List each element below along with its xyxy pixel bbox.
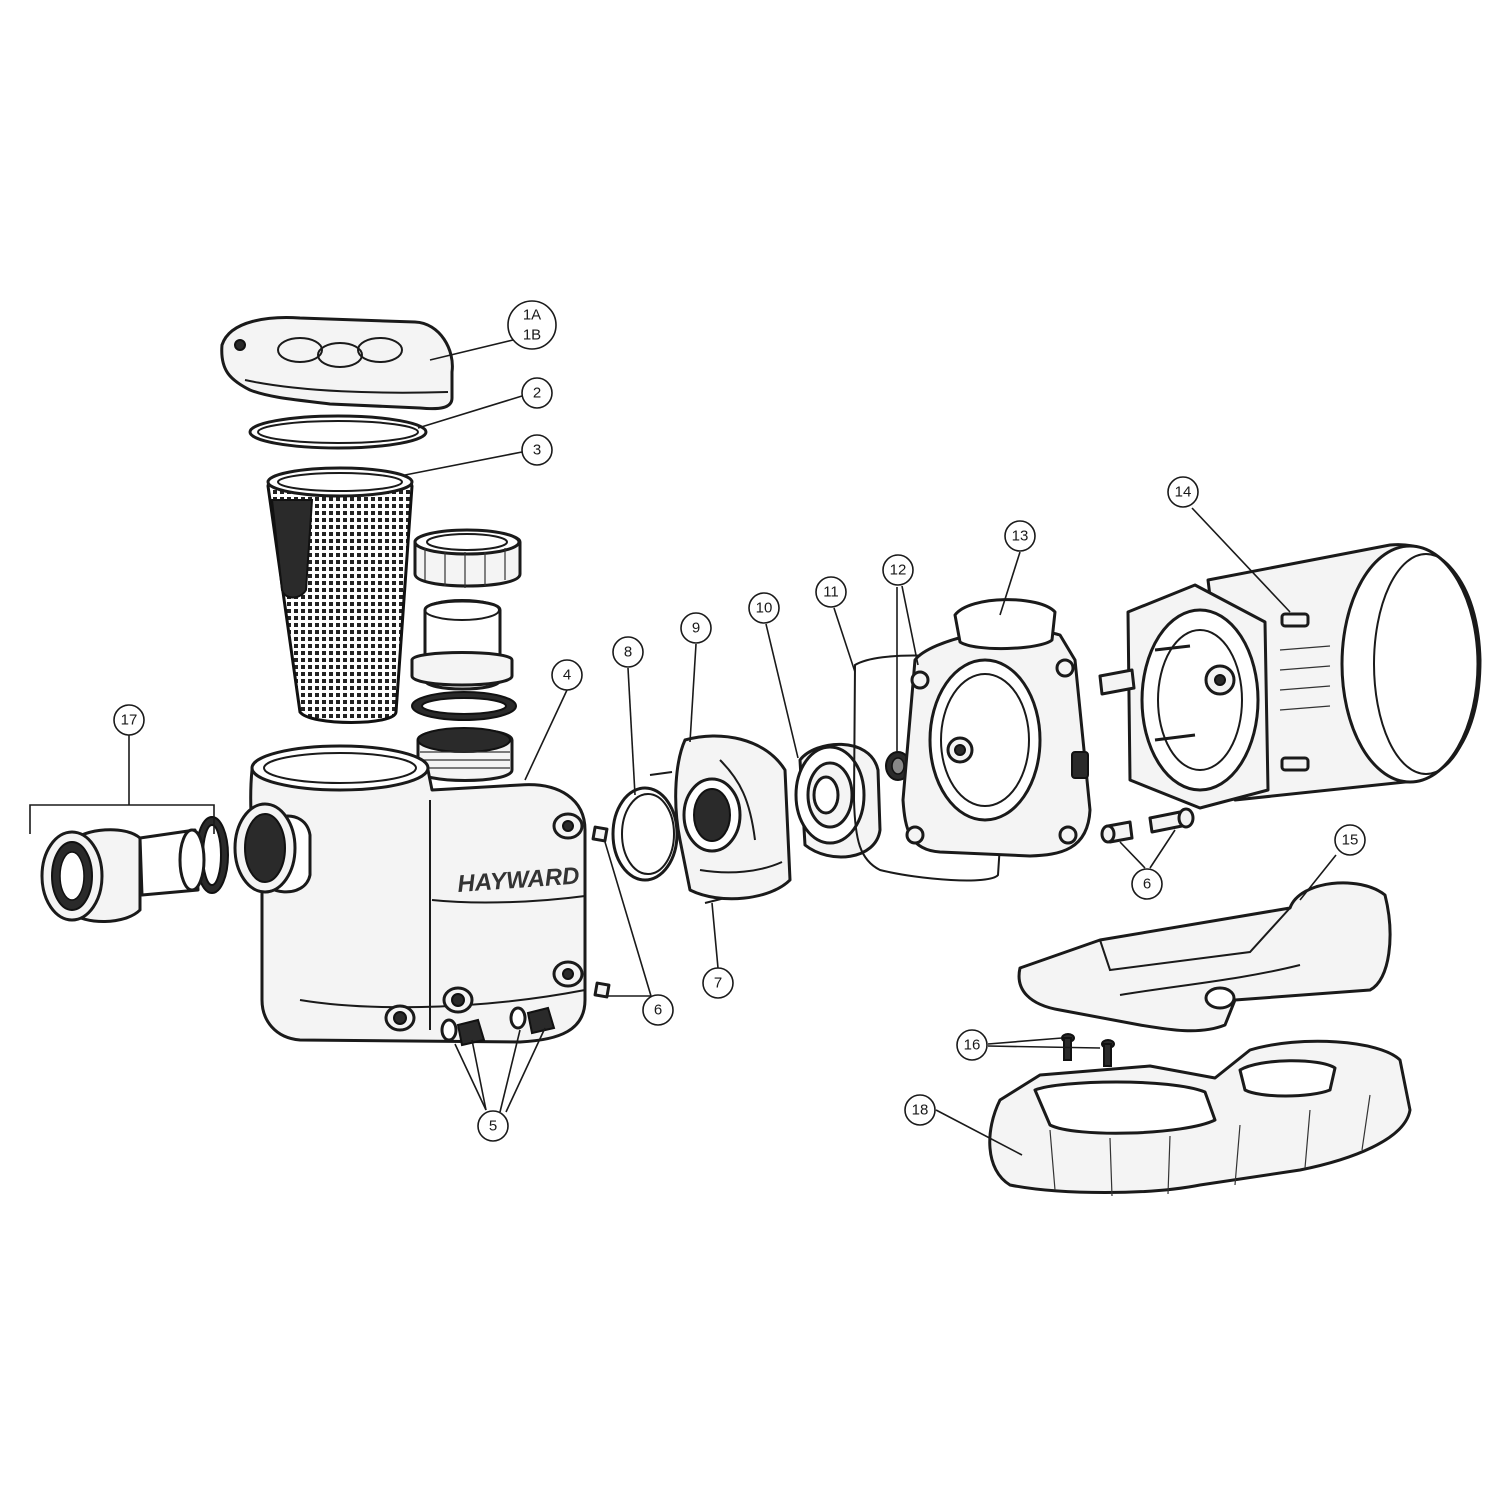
- callout-label-5: 5: [489, 1118, 497, 1135]
- part-diffuser: [649, 734, 792, 904]
- callout-label-11: 11: [823, 584, 839, 601]
- callout-label-3: 3: [533, 442, 541, 459]
- part-pump-base: [988, 1039, 1412, 1197]
- callout-15: 15: [1334, 824, 1366, 856]
- callout-4: 4: [551, 659, 583, 691]
- callout-16: 16: [956, 1029, 988, 1061]
- callout-6-left: 6: [642, 994, 674, 1026]
- callout-8: 8: [612, 636, 644, 668]
- part-threaded-collar-upper: [416, 727, 514, 782]
- callout-label-1a: 1A: [523, 307, 541, 324]
- part-seal-plate-oring: [611, 786, 679, 882]
- callout-18: 18: [904, 1094, 936, 1126]
- callout-label-13: 13: [1012, 528, 1029, 545]
- callout-label-4: 4: [563, 667, 571, 684]
- callout-5: 5: [477, 1110, 509, 1142]
- part-lid: [220, 316, 454, 411]
- callout-label-6-left: 6: [654, 1002, 662, 1019]
- callout-7: 7: [702, 967, 734, 999]
- part-union-oring-upper: [411, 691, 517, 721]
- callout-label-10: 10: [756, 600, 773, 617]
- part-drain-plugs: [440, 1006, 556, 1047]
- callout-1a-1b: 1A 1B: [507, 300, 557, 350]
- callout-label-14: 14: [1175, 484, 1192, 501]
- part-motor-support: [1017, 881, 1392, 1033]
- part-square-nuts: [591, 825, 611, 999]
- callout-label-1b: 1B: [523, 327, 541, 344]
- callout-17: 17: [113, 704, 145, 736]
- callout-14: 14: [1167, 476, 1199, 508]
- part-strainer-basket: [266, 466, 414, 724]
- callout-9: 9: [680, 612, 712, 644]
- part-motor: [1098, 543, 1482, 810]
- callout-3: 3: [521, 434, 553, 466]
- part-base-screws: [1061, 1033, 1115, 1067]
- callout-label-2: 2: [533, 385, 541, 402]
- part-motor-bolts: [1100, 807, 1195, 844]
- callout-11: 11: [815, 576, 847, 608]
- part-inlet-union: [40, 802, 297, 923]
- callout-12: 12: [882, 554, 914, 586]
- callout-13: 13: [1004, 520, 1036, 552]
- callout-6-right: 6: [1131, 868, 1163, 900]
- callout-label-16: 16: [964, 1037, 981, 1054]
- callout-2: 2: [521, 377, 553, 409]
- part-pump-housing: HAYWARD: [249, 744, 587, 1044]
- callout-label-9: 9: [692, 620, 700, 637]
- callout-10: 10: [748, 592, 780, 624]
- callout-label-6-right: 6: [1143, 876, 1151, 893]
- part-union-nut-upper: [413, 528, 522, 588]
- callout-label-12: 12: [890, 562, 907, 579]
- part-seal-plate: [901, 598, 1092, 858]
- callout-label-15: 15: [1342, 832, 1359, 849]
- leader-lines: [29, 339, 1337, 1156]
- callout-label-8: 8: [624, 644, 632, 661]
- callout-label-18: 18: [912, 1102, 929, 1119]
- part-shaft-seal: [885, 751, 911, 781]
- part-impeller: [794, 742, 882, 859]
- callout-label-7: 7: [714, 975, 722, 992]
- part-lid-oring: [248, 414, 428, 450]
- callout-label-17: 17: [121, 712, 138, 729]
- part-tailpiece-upper: [410, 599, 514, 691]
